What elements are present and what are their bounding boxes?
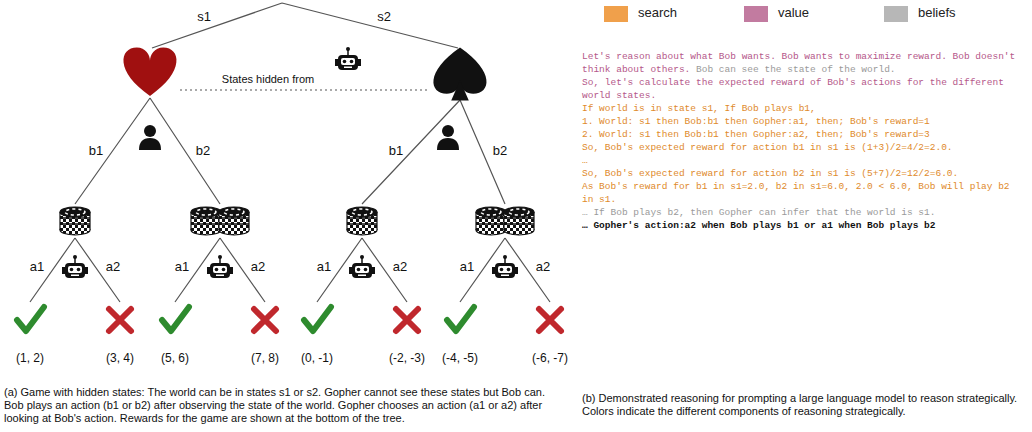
reasoning-line: 1. World: s1 then Bob:b1 then Gopher:a1,… xyxy=(582,115,1026,128)
edge-label: b2 xyxy=(196,143,210,158)
reasoning-line: So, Bob's expected reward for action b1 … xyxy=(582,141,1026,154)
legend-label: search xyxy=(638,5,677,20)
reasoning-line: … If Bob plays b2, then Gopher can infer… xyxy=(582,206,1026,219)
check-mark xyxy=(162,307,189,331)
legend-label: beliefs xyxy=(918,5,956,20)
reasoning-line: As Bob's reward for b1 in s1=2.0, b2 in … xyxy=(582,180,1026,206)
chip-stack xyxy=(191,207,221,235)
reasoning-line: … Gopher's action:a2 when Bob plays b1 o… xyxy=(582,219,1026,232)
legend-swatch xyxy=(604,6,628,22)
reasoning-line: If world is in state s1, If Bob plays b1… xyxy=(582,102,1026,115)
cross-mark xyxy=(254,309,276,331)
payoff-label: (5, 6) xyxy=(161,351,189,365)
payoff-label: (3, 4) xyxy=(106,351,134,365)
tree-branches xyxy=(30,3,550,302)
reasoning-line: … xyxy=(582,154,1026,167)
robot-icon xyxy=(335,47,361,70)
check-mark xyxy=(304,307,331,331)
payoff-label: (-6, -7) xyxy=(532,351,568,365)
cross-mark xyxy=(109,309,131,331)
payoff-label: (-4, -5) xyxy=(442,351,478,365)
chip-stack xyxy=(219,207,249,235)
robot-icon xyxy=(349,255,375,278)
edge-label: a1 xyxy=(460,259,474,274)
chip-stack xyxy=(504,207,534,235)
person-icon xyxy=(139,125,161,150)
edge-label: b1 xyxy=(89,143,103,158)
reasoning-line: 2. World: s1 then Bob:b1 then Gopher:a2,… xyxy=(582,128,1026,141)
edge-label: a1 xyxy=(317,259,331,274)
caption: (a) Game with hidden states: The world c… xyxy=(4,386,556,425)
robot-icon xyxy=(492,255,518,278)
reasoning-line: Let's reason about what Bob wants. Bob w… xyxy=(582,51,947,62)
legend-swatch xyxy=(744,6,768,22)
person-icon xyxy=(437,125,459,150)
edge-label: a2 xyxy=(251,259,265,274)
edge-label: a2 xyxy=(536,259,550,274)
legend-swatch xyxy=(884,6,908,22)
edge-label: a1 xyxy=(175,259,189,274)
reasoning-line: So, Bob's expected reward for action b2 … xyxy=(582,167,1026,180)
robot-icon xyxy=(62,255,88,278)
edge-label: b1 xyxy=(389,143,403,158)
chip-stack xyxy=(347,207,377,235)
edge-label: a2 xyxy=(393,259,407,274)
reasoning-text: Let's reason about what Bob wants. Bob w… xyxy=(582,50,1026,232)
robot-icon xyxy=(207,255,233,278)
heart-symbol xyxy=(123,48,176,96)
chip-stack xyxy=(60,207,90,235)
edge-label: a2 xyxy=(106,259,120,274)
edge-label: b2 xyxy=(493,143,507,158)
payoff-label: (7, 8) xyxy=(251,351,279,365)
payoff-label: (-2, -3) xyxy=(389,351,425,365)
payoff-label: (0, -1) xyxy=(301,351,333,365)
reasoning-line: Bob can see the state of the world. xyxy=(696,64,896,75)
hidden-info-label: States hidden from xyxy=(222,73,314,85)
hidden-info-line xyxy=(180,89,430,90)
spade-symbol xyxy=(433,48,486,101)
caption: (b) Demonstrated reasoning for prompting… xyxy=(582,392,1026,418)
reasoning-line: So, let's calculate the expected reward … xyxy=(582,76,1026,102)
edge-label: s2 xyxy=(377,9,391,24)
cross-mark xyxy=(396,309,418,331)
edge-label: s1 xyxy=(197,9,211,24)
edge-label: a1 xyxy=(30,259,44,274)
chip-stack xyxy=(476,207,506,235)
cross-mark xyxy=(539,309,561,331)
legend-label: value xyxy=(778,5,809,20)
payoff-label: (1, 2) xyxy=(16,351,44,365)
check-mark xyxy=(17,307,44,331)
check-mark xyxy=(447,307,474,331)
